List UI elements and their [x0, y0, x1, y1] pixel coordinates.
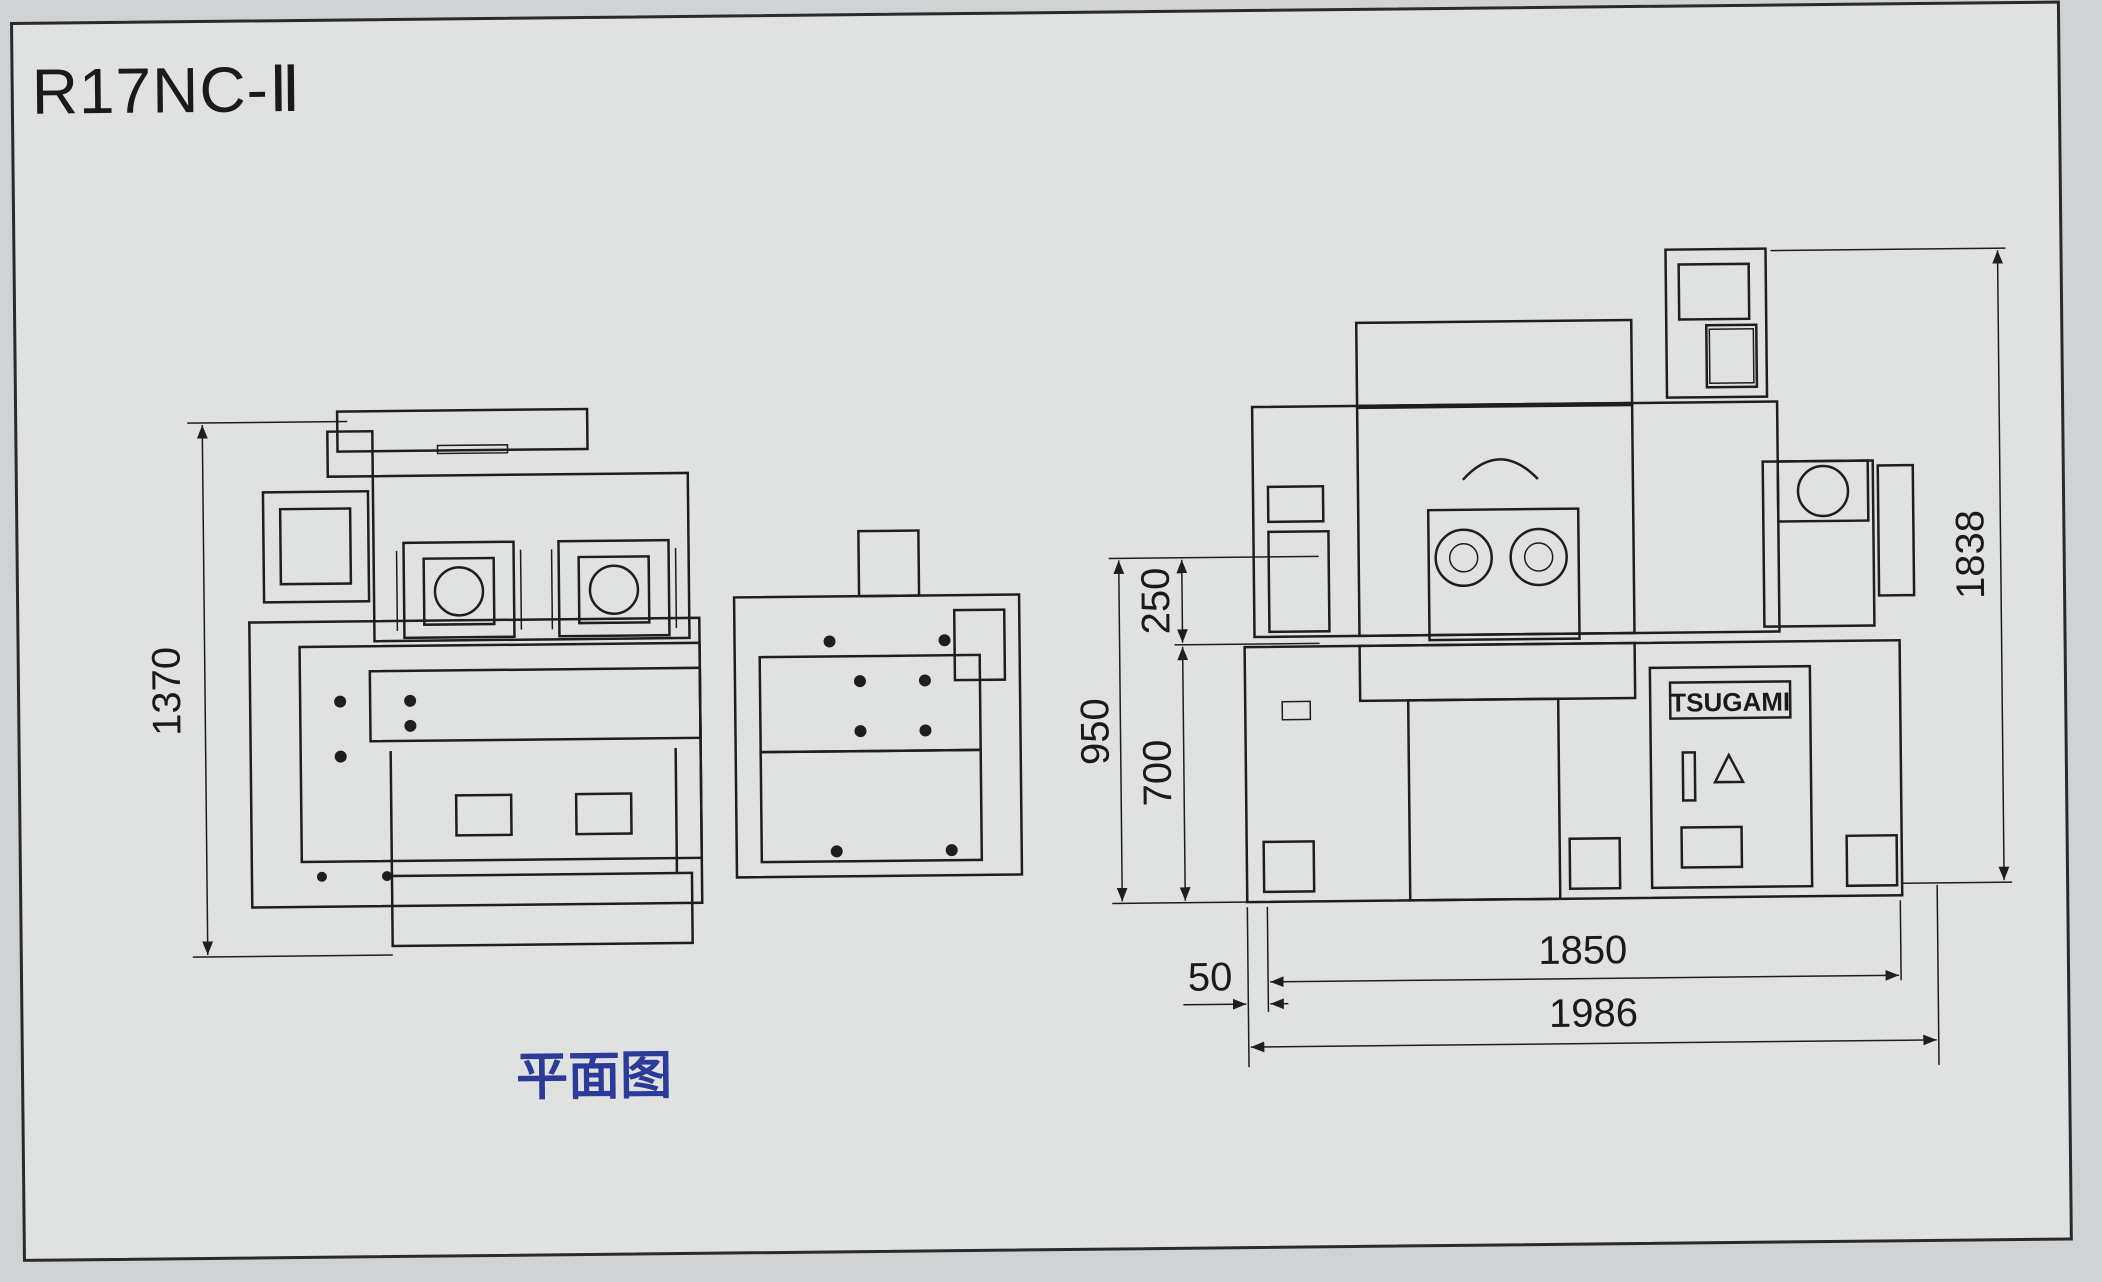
height-950-dimension: 950 [1073, 698, 1118, 765]
height-700-dimension-line [1177, 646, 1191, 901]
height-250-dimension-line [1176, 559, 1188, 643]
width-1850-dimension: 1850 [1538, 928, 1627, 973]
width-1850-dimension-line [1270, 970, 1900, 988]
control-panel [1664, 247, 1769, 399]
spindle-head-left [395, 540, 523, 640]
offset-50-dimension: 50 [1188, 955, 1233, 999]
plan-depth-dimension-line [196, 425, 214, 955]
plan-depth-dimension: 1370 [145, 647, 190, 736]
height-700-dimension: 700 [1136, 739, 1181, 806]
plan-view-caption: 平面图 [516, 1046, 673, 1108]
drawing-panel: R17NC-Ⅱ [10, 0, 2073, 1262]
brand-plate: TSUGAMI [1670, 686, 1790, 717]
height-250-dimension: 250 [1134, 567, 1179, 634]
total-height-dimension-line [1992, 250, 2010, 881]
machine-drawing: 1370 平面图 [145, 247, 2013, 1108]
total-height-dimension: 1838 [1948, 510, 1993, 599]
plan-view: 1370 平面图 [145, 407, 1024, 1108]
width-1986-dimension: 1986 [1549, 991, 1638, 1036]
machine-base [1243, 638, 1904, 904]
height-950-dimension-line [1113, 560, 1128, 902]
width-1986-dimension-line [1250, 1034, 1937, 1053]
electrical-cabinet: TSUGAMI [1648, 664, 1814, 890]
spindle-head-right [550, 538, 678, 638]
front-view: TSUGAMI 1838 950 700 250 [1073, 247, 2013, 1068]
